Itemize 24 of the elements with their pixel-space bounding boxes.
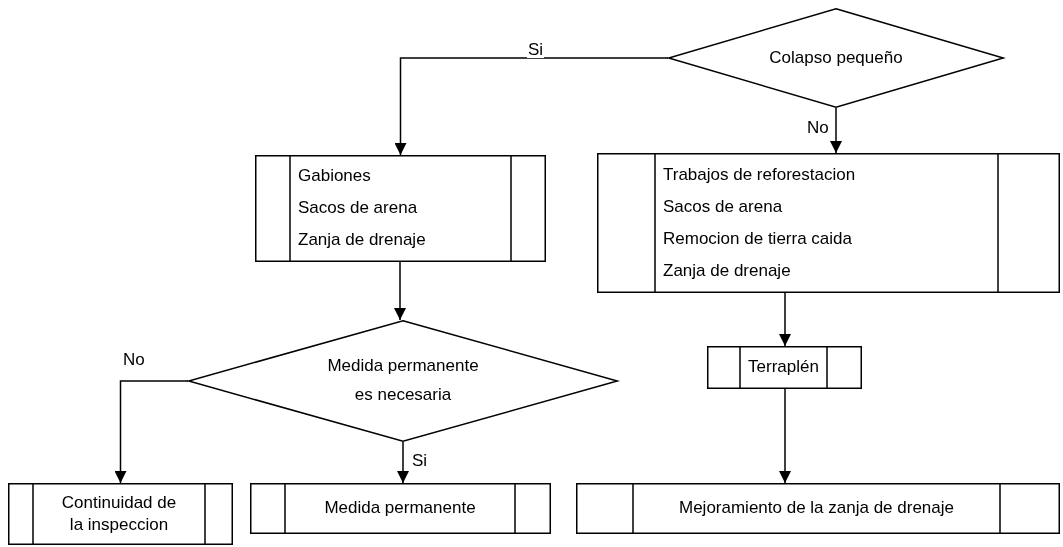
node-text: Medida permanente xyxy=(324,497,476,520)
node-text: Colapso pequeño xyxy=(769,46,903,69)
node-text: Zanja de drenaje xyxy=(663,260,792,282)
arrow xyxy=(779,292,791,347)
edge-label: No xyxy=(806,119,830,136)
edge-label: No xyxy=(122,351,146,368)
node-text: Sacos de arena xyxy=(663,196,784,218)
node-text: Continuidad de la inspeccion xyxy=(60,491,178,536)
node-text: Remocion de tierra caida xyxy=(663,228,853,250)
node-text: Sacos de arena xyxy=(298,198,419,219)
node-text: Mejoramiento de la zanja de drenaje xyxy=(679,497,954,520)
node-text: Medida permanente es necesaria xyxy=(326,355,480,406)
node-text: Trabajos de reforestacion xyxy=(663,164,856,186)
arrow xyxy=(394,57,669,156)
node-text: Terraplén xyxy=(748,356,819,379)
arrow xyxy=(114,380,189,484)
arrow xyxy=(830,107,842,154)
edge-label: Si xyxy=(411,452,429,469)
arrow xyxy=(394,261,406,321)
node-text: Gabiones xyxy=(298,166,372,187)
arrow xyxy=(397,441,409,484)
node-text: Zanja de drenaje xyxy=(298,230,426,251)
arrow xyxy=(779,388,791,484)
edge-label: Si xyxy=(527,41,545,58)
